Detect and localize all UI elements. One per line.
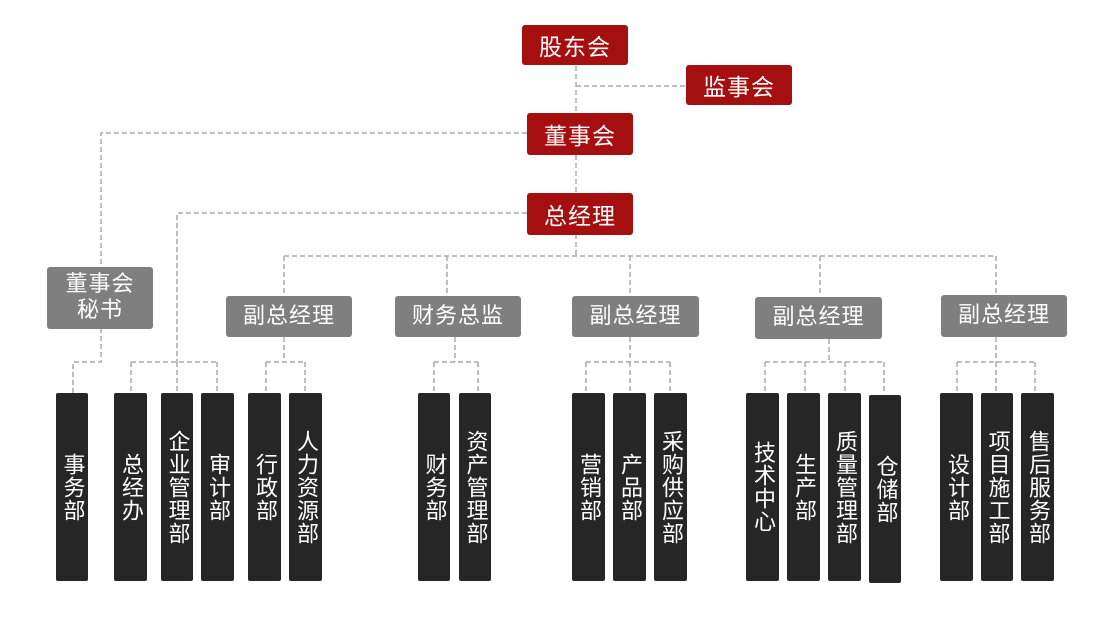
connector-vgm1-row	[265, 337, 306, 393]
board-node: 董事会	[527, 113, 633, 155]
dept-admin: 行政部	[248, 393, 281, 581]
dept-affairs: 事务部	[56, 393, 88, 581]
connector-vgm2-row	[585, 337, 671, 393]
dept-project-construction: 项目施工部	[981, 393, 1013, 581]
supervisors-node: 监事会	[686, 65, 792, 105]
cfo-node: 财务总监	[395, 296, 521, 337]
dept-marketing: 营销部	[572, 393, 605, 581]
dept-tech-center: 技术中心	[746, 393, 779, 581]
vgm-node-1: 副总经理	[226, 296, 352, 337]
dept-hr: 人力资源部	[289, 393, 322, 581]
dept-gm-office: 总经办	[114, 393, 147, 581]
gm-node: 总经理	[527, 193, 633, 235]
dept-production: 生产部	[787, 393, 820, 581]
dept-asset-mgmt: 资产管理部	[459, 393, 491, 581]
dept-warehouse: 仓储部	[869, 395, 901, 583]
shareholders-node: 股东会	[522, 25, 628, 65]
dept-quality-mgmt: 质量管理部	[828, 393, 861, 581]
connector-secretary-dept	[72, 328, 102, 393]
vgm-node-3: 副总经理	[755, 297, 882, 339]
dept-procurement: 采购供应部	[654, 393, 687, 581]
board-secretary-node: 董事会 秘书	[47, 267, 153, 329]
vgm-node-2: 副总经理	[572, 296, 699, 337]
connector-gm-office	[176, 212, 527, 362]
connector-vgm4-row	[956, 337, 1036, 393]
dept-finance: 财务部	[418, 393, 450, 581]
dept-enterprise-mgmt: 企业管理部	[161, 393, 193, 581]
connector-vgm3-row	[764, 339, 885, 393]
dept-design: 设计部	[940, 393, 973, 581]
connector-cfo-row	[433, 337, 479, 393]
vgm-node-4: 副总经理	[941, 295, 1067, 337]
connector-board-secretary	[100, 132, 527, 268]
dept-audit: 审计部	[201, 393, 234, 581]
dept-product: 产品部	[613, 393, 646, 581]
dept-after-sales: 售后服务部	[1021, 393, 1054, 581]
